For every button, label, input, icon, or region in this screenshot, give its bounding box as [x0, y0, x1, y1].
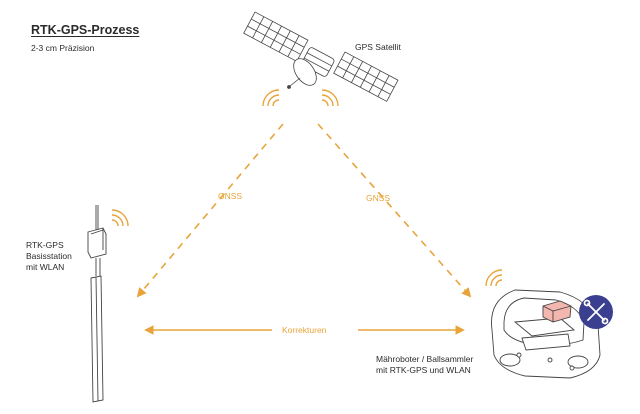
robot-signal-icon: [485, 269, 503, 287]
gnss-left-label: GNSS: [218, 191, 243, 201]
satellite-signal-left-icon: [262, 89, 280, 107]
gnss-arrow-right: [317, 123, 472, 298]
base-station-label-line2: Basisstation: [26, 251, 72, 261]
base-station-label-line3: mit WLAN: [26, 262, 65, 272]
satellite-signal-right-icon: [321, 89, 339, 107]
base-station-signal-icon: [111, 209, 129, 227]
base-station-label: RTK-GPS Basisstation mit WLAN: [26, 240, 86, 273]
robot-badge-tools-icon: [579, 295, 613, 329]
robot-gps-module-icon: [542, 300, 572, 323]
robot-label-line2: mit RTK-GPS und WLAN: [376, 365, 471, 375]
precision-subtitle: 2-3 cm Präzision: [31, 43, 95, 53]
base-station-label-line1: RTK-GPS: [26, 240, 64, 250]
gnss-right-label: GNSS: [366, 193, 391, 203]
robot-label-line1: Mähroboter / Ballsammler: [376, 354, 474, 364]
satellite-label: GPS Satellit: [355, 42, 401, 52]
correction-label: Korrekturen: [282, 325, 327, 335]
base-station-icon: [87, 205, 107, 403]
gnss-arrow-left: [136, 123, 284, 298]
page-title: RTK-GPS-Prozess: [31, 23, 140, 37]
satellite-icon: [243, 11, 399, 102]
robot-label: Mähroboter / Ballsammler mit RTK-GPS und…: [376, 354, 516, 376]
